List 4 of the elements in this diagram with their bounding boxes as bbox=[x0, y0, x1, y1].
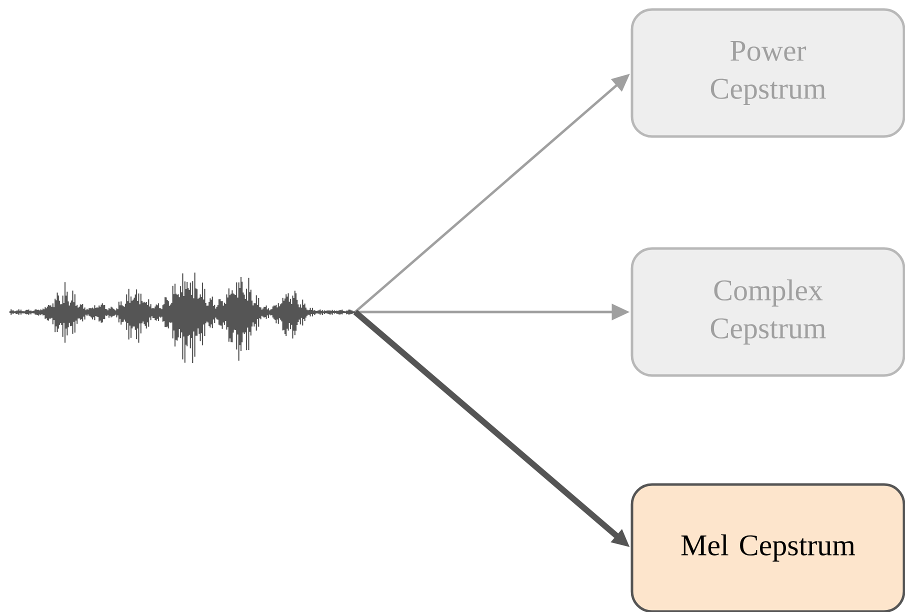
process-box: Power Cepstrum bbox=[630, 8, 905, 138]
process-box: Complex Cepstrum bbox=[630, 247, 905, 377]
process-box: Mel Cepstrum bbox=[630, 483, 905, 612]
waveform-drawing bbox=[9, 272, 356, 364]
